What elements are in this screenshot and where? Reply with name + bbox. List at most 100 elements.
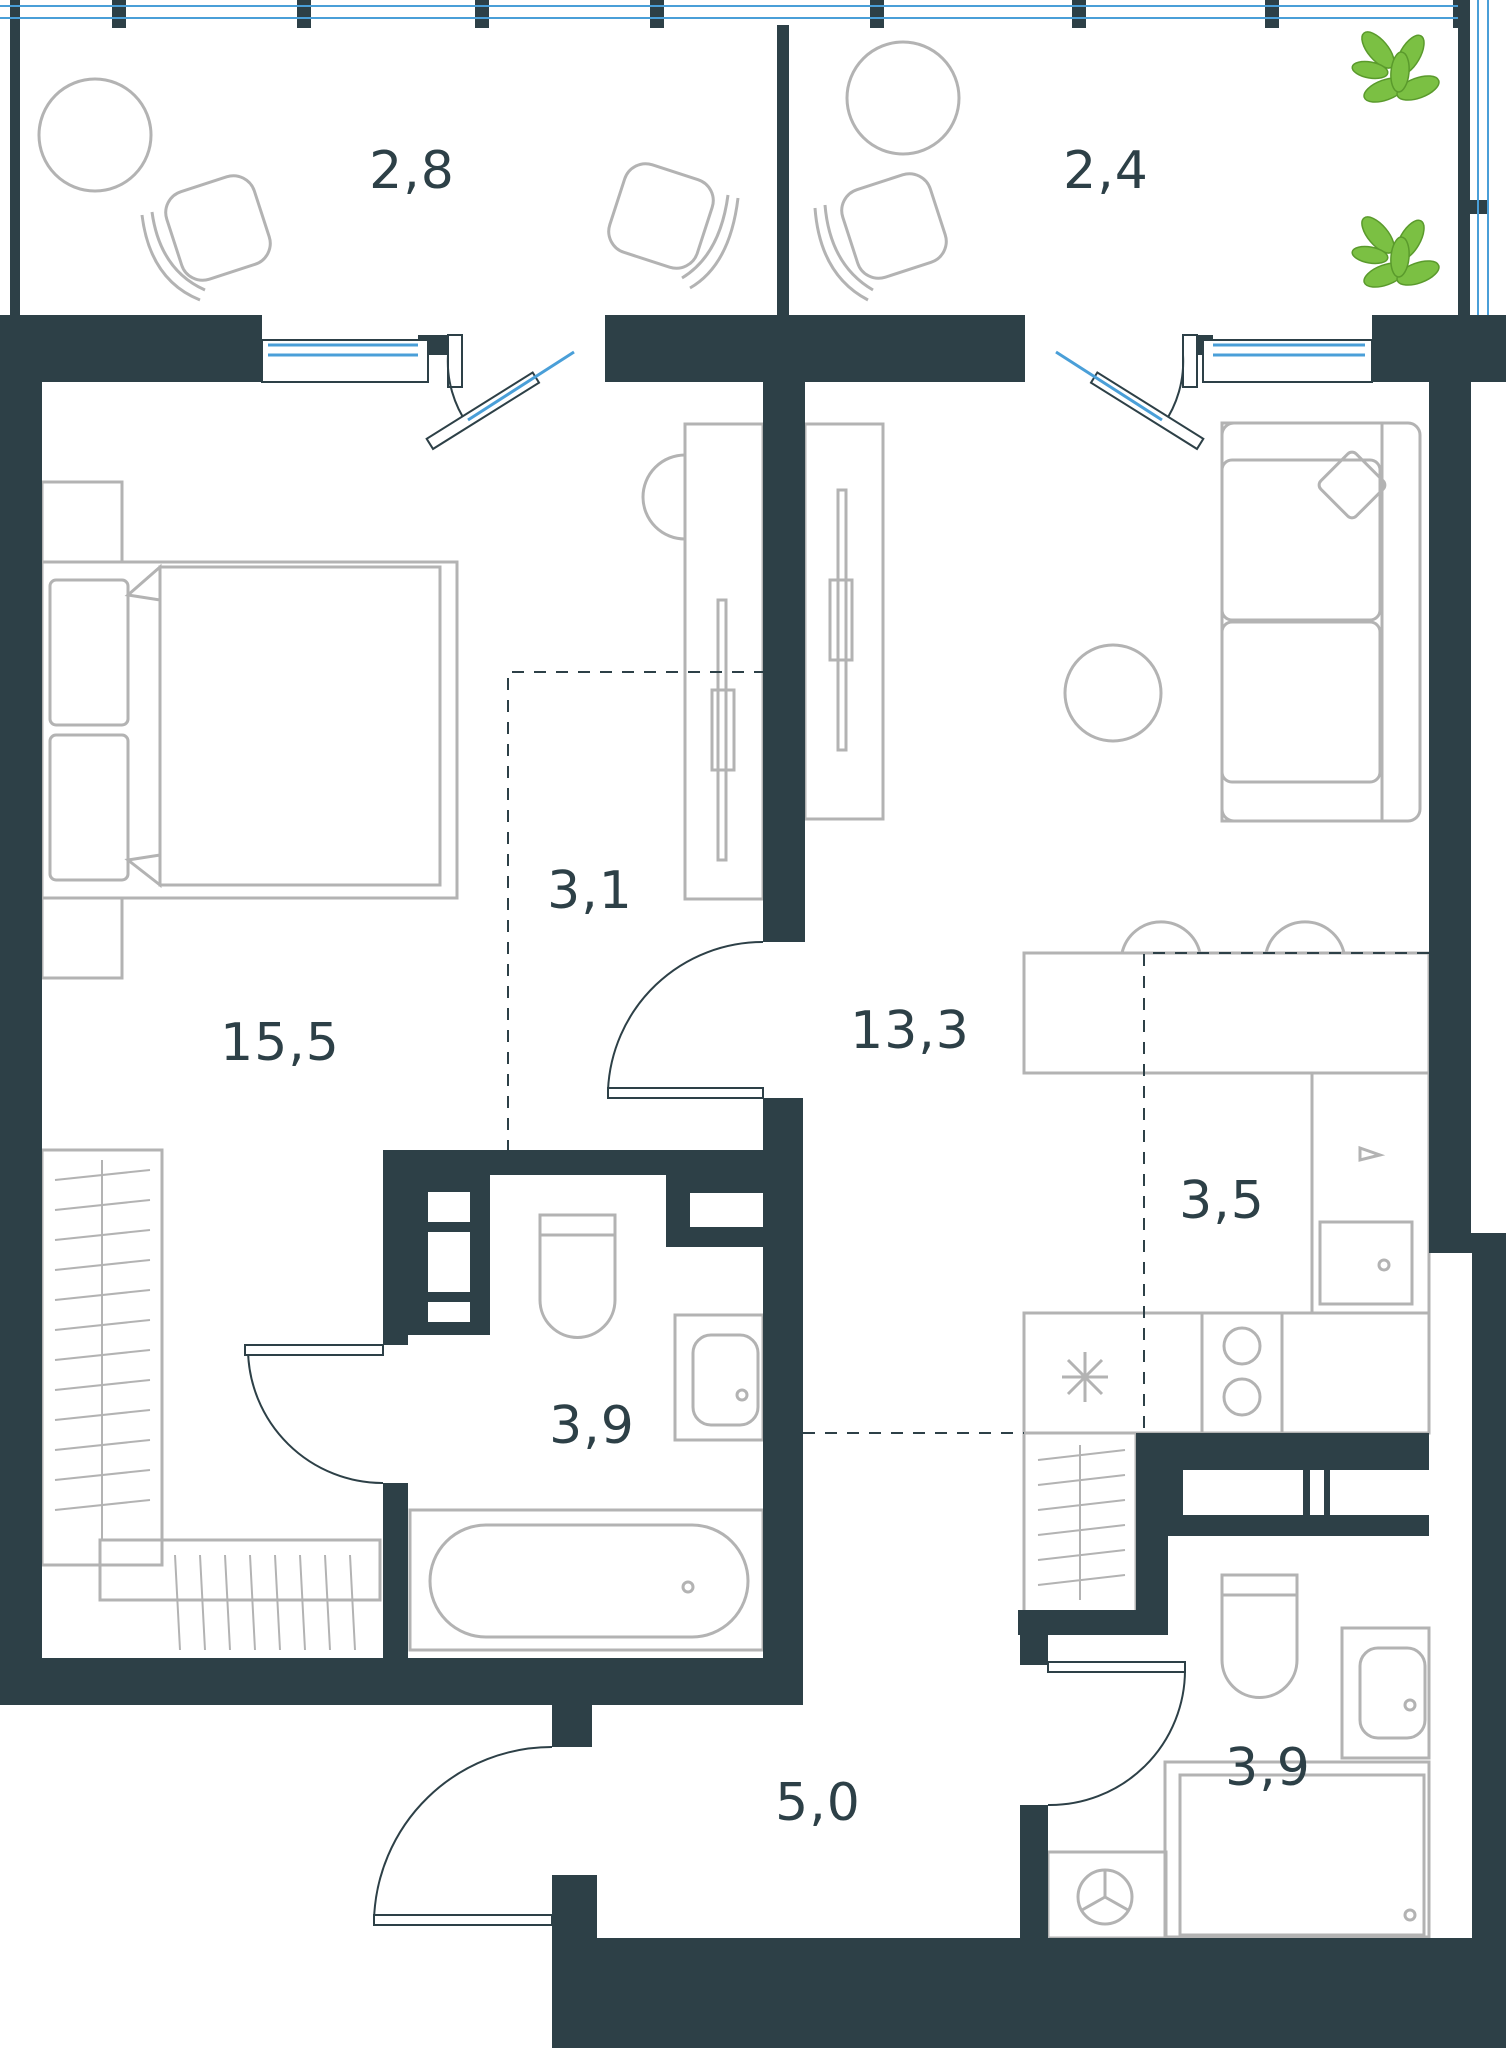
- sink-main-basin: [691, 1333, 760, 1427]
- toilet-main-tank: [538, 1213, 617, 1237]
- living-tv-stand: [828, 578, 854, 662]
- balcony-right-table: [845, 40, 961, 156]
- kitchen-tap: [1358, 1145, 1386, 1162]
- area-label-living-room: 13,3: [850, 1001, 970, 1061]
- interior-doors[interactable]: [244, 940, 1186, 1926]
- balcony-left-chair-2-arm: [681, 194, 740, 290]
- sofa-pillow: [1317, 450, 1387, 520]
- balcony-right-wall: [1458, 0, 1470, 315]
- bedroom-desk: [683, 422, 765, 901]
- plant-icon: [1351, 216, 1440, 288]
- toilet-second-bowl: [1220, 1595, 1299, 1699]
- sofa-seat-2: [1220, 620, 1382, 784]
- wall-north-1: [0, 315, 262, 382]
- plant-icon: [1351, 31, 1440, 103]
- balcony-divider-wall: [777, 25, 789, 315]
- balcony-glazing: [0, 0, 1489, 315]
- balcony-window-mullion-3: [475, 0, 489, 28]
- area-label-bathroom-second: 3,9: [1225, 1738, 1311, 1798]
- bathroom-main-door-arc: [247, 1349, 384, 1484]
- shower-tray-inner: [1178, 1773, 1426, 1937]
- bedroom-tv: [716, 598, 728, 862]
- balcony-left-wall: [10, 0, 20, 315]
- wall-hall-bath-west-upper: [1136, 1433, 1168, 1623]
- wall-bath-west-lower: [383, 1483, 408, 1705]
- balcony-window-mullion-7: [1265, 0, 1279, 28]
- balcony-frames: [10, 0, 1488, 315]
- cooktop-burner-1: [1222, 1326, 1262, 1366]
- washing-machine-drum-lines: [1081, 1870, 1129, 1912]
- kitchen-sink: [1318, 1220, 1414, 1306]
- balcony-left-chair-2: [607, 162, 715, 270]
- wall-north-2: [605, 315, 1025, 382]
- sink-second-drain: [1403, 1698, 1417, 1712]
- wall-east-column: [1472, 1233, 1506, 2048]
- fridge-snowflake-icon: [1062, 1352, 1108, 1402]
- window-living: [1202, 339, 1373, 383]
- area-label-bathroom-main: 3,9: [549, 1396, 635, 1456]
- balcony-right-chair: [840, 172, 948, 280]
- bedroom-door-leaf[interactable]: [607, 1087, 764, 1099]
- bathroom-second-door-arc: [1047, 1669, 1186, 1807]
- wall-partition-upper: [763, 382, 805, 942]
- kitchen-zone-boundary: [1143, 952, 1429, 1433]
- shaft-openings: [428, 1192, 1429, 1515]
- sink-main-drain: [735, 1388, 749, 1402]
- bed-blanket: [124, 563, 442, 889]
- balcony-window-mullion-1: [112, 0, 126, 28]
- area-label-balcony-right: 2,4: [1063, 141, 1149, 201]
- entrance-door-arc: [373, 1746, 553, 1921]
- bedroom-door-arc: [607, 940, 764, 1091]
- hallway-hangers: [1037, 1445, 1126, 1600]
- cooktop-burner-2: [1222, 1377, 1262, 1417]
- living-tv-console: [803, 422, 885, 821]
- sofa-back: [1220, 421, 1384, 823]
- bar-stool-1: [1120, 920, 1202, 954]
- balcony-left-chair-1: [164, 174, 272, 282]
- nightstand-bottom: [40, 896, 124, 980]
- balcony-window-mullion-6: [1072, 0, 1086, 28]
- wall-partition-lower: [763, 1098, 803, 1705]
- wall-hall-stub: [1020, 1610, 1048, 1665]
- bathroom-main-door-leaf[interactable]: [244, 1344, 384, 1356]
- area-label-kitchen: 3,5: [1179, 1171, 1265, 1231]
- wardrobe-zone-boundary: [507, 671, 763, 1152]
- living-tv: [836, 488, 848, 752]
- wall-bath-north: [383, 1150, 768, 1175]
- wall-south-right: [552, 1938, 1506, 2048]
- wall-entrance-left-lower: [552, 1875, 597, 2048]
- wall-hall-bath-west-lower: [1020, 1805, 1048, 1948]
- bathtub-inner: [428, 1523, 750, 1639]
- balcony-right-chair-arm: [813, 204, 874, 302]
- bed-frame: [40, 560, 459, 900]
- shower-tray: [1163, 1760, 1431, 1939]
- toilet-main-bowl: [538, 1235, 617, 1339]
- kitchen-bar: [1022, 951, 1431, 1075]
- area-label-hallway: 5,0: [775, 1773, 861, 1833]
- bedroom-desk-chair: [641, 453, 686, 541]
- wall-west: [0, 315, 42, 1705]
- sink-second-basin: [1358, 1646, 1427, 1740]
- wall-east-upper: [1429, 315, 1471, 1233]
- area-label-bedroom: 15,5: [220, 1013, 340, 1073]
- entrance-door-leaf[interactable]: [373, 1914, 553, 1926]
- toilet-second-tank: [1220, 1573, 1299, 1597]
- bedroom-tv-stand: [710, 688, 736, 772]
- balcony-window-mullion-5: [870, 0, 884, 28]
- sink-second: [1340, 1626, 1431, 1760]
- bathroom-second-door-leaf[interactable]: [1047, 1661, 1186, 1673]
- zone-boundaries: [507, 671, 1429, 1434]
- area-label-wardrobe: 3,1: [547, 861, 633, 921]
- windows: [261, 339, 1373, 383]
- window-bedroom: [261, 339, 429, 383]
- bathtub-drain: [681, 1580, 695, 1594]
- coffee-table: [1063, 643, 1163, 743]
- balcony-left-table: [37, 77, 153, 193]
- balcony-door-living-block: [1182, 334, 1198, 388]
- wall-bath-west-upper: [383, 1150, 408, 1345]
- bar-stool-2: [1264, 920, 1346, 954]
- pillow-bottom: [48, 733, 130, 882]
- area-labels: 2,8 2,4 3,1 13,3 15,5 3,5 3,9 3,9 5,0: [220, 141, 1311, 1833]
- pillow-top: [48, 578, 130, 727]
